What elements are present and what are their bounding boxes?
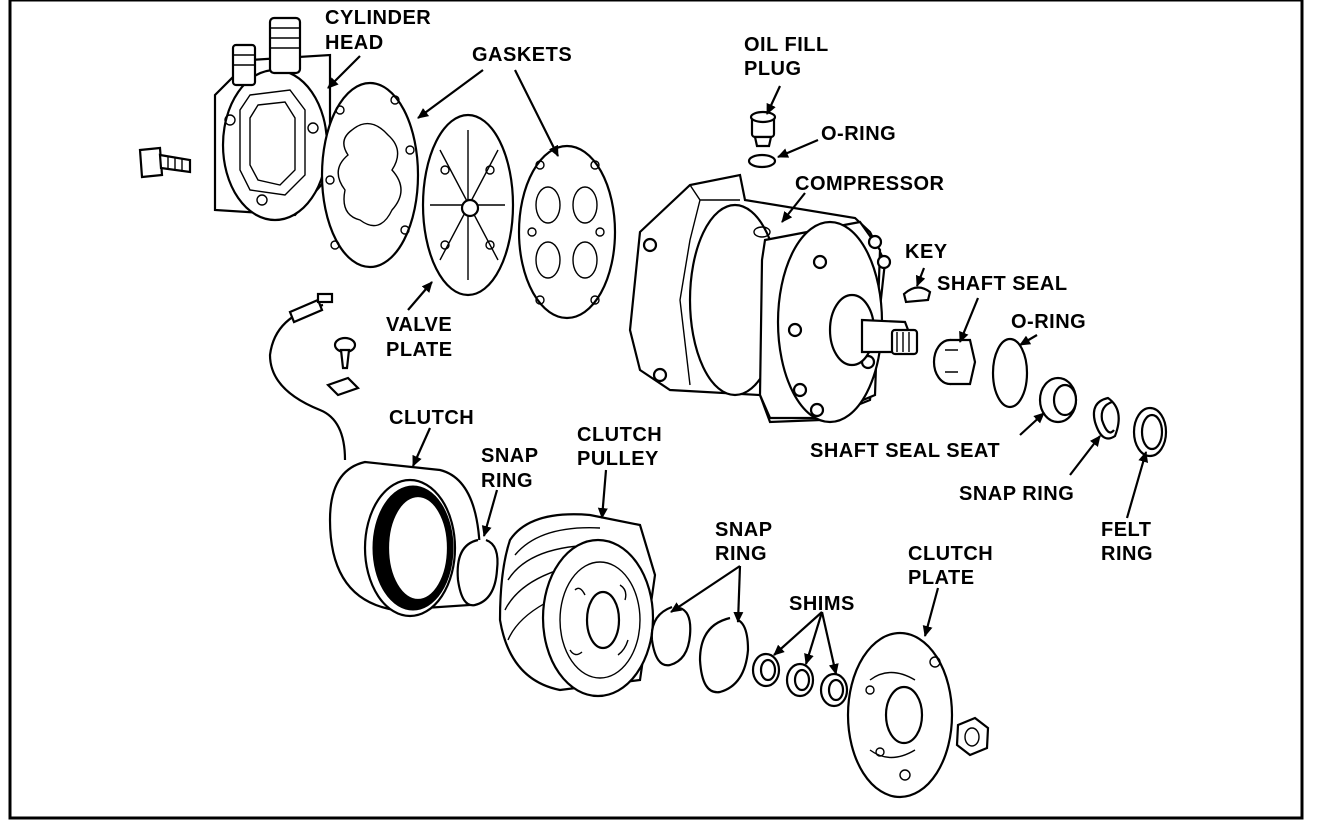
key-part — [902, 286, 932, 304]
compressor-part — [628, 173, 919, 424]
oil-plug-o-ring-part — [747, 153, 777, 169]
label-shims: SHIMS — [789, 593, 855, 615]
shaft-seal-seat-part — [1038, 376, 1078, 424]
snap-ring-pulley-1-part — [650, 605, 692, 667]
label-valve-plate-2: PLATE — [386, 339, 453, 361]
snap-ring-pulley-2-part — [698, 616, 750, 694]
label-valve-plate-1: VALVE — [386, 314, 452, 336]
oil-fill-plug-part — [749, 110, 777, 148]
label-clutch-pulley-2: PULLEY — [577, 448, 659, 470]
label-oil-fill-plug-1: OIL FILL — [744, 34, 829, 56]
cylinder-head-bolt — [138, 146, 192, 179]
label-clutch-plate-2: PLATE — [908, 567, 975, 589]
shaft-seal-part — [932, 338, 977, 386]
label-clutch-pulley-1: CLUTCH — [577, 424, 662, 446]
snap-ring-right-part — [1092, 396, 1120, 440]
valve-plate-part — [421, 113, 515, 297]
gasket-1-part — [320, 81, 420, 269]
label-cylinder-head-2: HEAD — [325, 32, 384, 54]
shaft-o-ring-part — [991, 337, 1029, 409]
clutch-coil-part — [268, 292, 482, 618]
leader-arrows — [327, 55, 1149, 675]
snap-ring-clutch-part — [456, 538, 499, 607]
label-snap-ring-clutch-2: RING — [481, 470, 533, 492]
label-o-ring-top: O-RING — [821, 123, 896, 145]
label-oil-fill-plug-2: PLUG — [744, 58, 802, 80]
label-o-ring-mid: O-RING — [1011, 311, 1086, 333]
label-compressor: COMPRESSOR — [795, 173, 945, 195]
label-clutch: CLUTCH — [389, 407, 474, 429]
label-shaft-seal-seat: SHAFT SEAL SEAT — [810, 440, 1000, 462]
clutch-plate-part — [846, 631, 954, 799]
label-snap-ring-right: SNAP RING — [959, 483, 1074, 505]
label-snap-ring-clutch-1: SNAP — [481, 445, 539, 467]
label-felt-ring-1: FELT — [1101, 519, 1152, 541]
label-felt-ring-2: RING — [1101, 543, 1153, 565]
cylinder-head-part — [213, 16, 332, 222]
diagram-frame — [8, 0, 1304, 820]
felt-ring-part — [1132, 406, 1168, 458]
label-key: KEY — [905, 241, 948, 263]
label-clutch-plate-1: CLUTCH — [908, 543, 993, 565]
clutch-screw-part — [325, 336, 361, 397]
label-shaft-seal: SHAFT SEAL — [937, 273, 1068, 295]
label-cylinder-head-1: CYLINDER — [325, 7, 431, 29]
label-gaskets: GASKETS — [472, 44, 572, 66]
label-snap-ring-pulley-2: RING — [715, 543, 767, 565]
gasket-2-part — [517, 144, 617, 320]
shims-part — [751, 652, 849, 708]
clutch-pulley-part — [498, 513, 657, 698]
nut-part — [955, 716, 990, 757]
label-snap-ring-pulley-1: SNAP — [715, 519, 773, 541]
